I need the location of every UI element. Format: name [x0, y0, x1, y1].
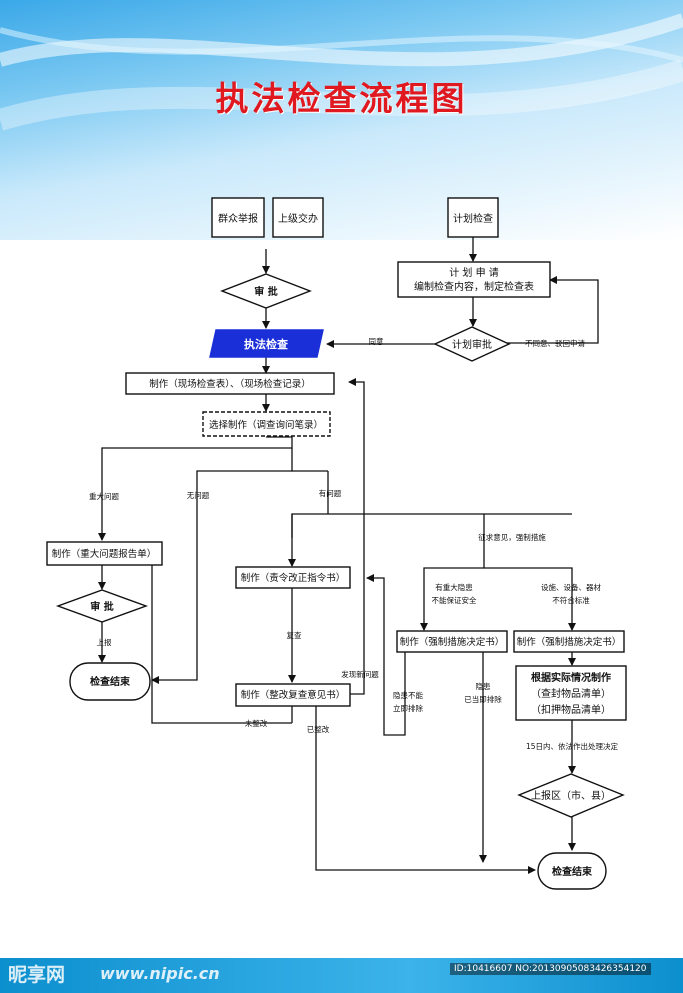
label-plan-apply: 计 划 申 请: [449, 266, 499, 279]
edge-label-disagree: 不同意、驳回申请: [525, 338, 585, 348]
edge-label-has-issue: 有问题: [319, 488, 342, 498]
box-make-order: [235, 566, 351, 589]
label-approve-mid: 审 批: [90, 600, 113, 613]
box-make-major: [46, 541, 163, 566]
label-select-make: 选择制作（调查询问笔录）: [209, 419, 323, 431]
box-make-rectify: [235, 683, 351, 707]
label-make-major: 制作（重大问题报告单）: [52, 548, 157, 560]
edge-found-new-loop: [348, 378, 365, 695]
box-seal: [515, 665, 627, 721]
label-seal-2: （查封物品清单）: [531, 687, 611, 700]
edge-label-not-rectified: 未整改: [245, 718, 268, 728]
edge-label-hazard-not-2: 立即排除: [393, 703, 423, 713]
edge-label-agree: 同意: [369, 336, 384, 346]
edge-to-equip: [484, 567, 576, 631]
box-force-2: [513, 630, 625, 653]
edge-hazard-not-loop: [366, 574, 406, 736]
edge-to-force-split: [420, 514, 485, 631]
label-seal-3: （扣押物品清单）: [531, 703, 611, 716]
box-select-make: [202, 411, 331, 437]
label-approve-top: 审 批: [254, 285, 277, 298]
para-law-check: [209, 329, 324, 358]
label-seal-1: 根据实际情况制作: [531, 671, 611, 684]
label-plan-check: 计划检查: [453, 212, 493, 225]
diamond-report-city: [517, 773, 625, 818]
watermark-band: [0, 958, 683, 993]
edge-label-hazard-done-2: 已当即排除: [464, 694, 502, 704]
box-superior-assign: [272, 197, 324, 238]
edge-label-within-15: 15日内、依法作出处理决定: [526, 741, 619, 751]
diamond-approve-top: [220, 273, 312, 309]
edge-label-danger-2: 不能保证安全: [432, 595, 477, 605]
label-end-left: 检查结束: [90, 675, 131, 688]
diamond-plan-approve: [433, 326, 511, 362]
watermark-url: www.nipic.cn: [100, 964, 220, 983]
label-plan-approve: 计划审批: [452, 338, 492, 351]
edge-label-rectified: 已整改: [307, 724, 330, 734]
term-end-left: [69, 662, 151, 701]
edge-label-force-measure: 征求意见，强制措施: [478, 532, 546, 542]
label-mass-report: 群众举报: [218, 212, 258, 225]
label-force-2: 制作（强制措施决定书）: [517, 636, 622, 648]
term-end-right: [537, 852, 607, 890]
box-plan-apply: [397, 261, 551, 298]
edge-rectified-to-end: [315, 706, 536, 874]
box-mass-report: [211, 197, 265, 238]
label-report-city: 上报区（市、县）: [531, 789, 611, 802]
label-force-1: 制作（强制措施决定书）: [400, 636, 505, 648]
label-law-check: 执法检查: [244, 337, 288, 351]
label-make-onsite: 制作（现场检查表）、（现场检查记录）: [149, 378, 311, 390]
edge-major-side: [151, 565, 233, 724]
edge-label-recheck: 复查: [287, 630, 302, 640]
label-end-right: 检查结束: [552, 865, 593, 878]
watermark-logo: 昵享网: [8, 964, 66, 986]
box-make-onsite: [125, 372, 335, 395]
edge-label-report-up: 上报: [97, 637, 112, 647]
edge-label-equip-1: 设施、设备、器材: [541, 582, 601, 592]
edge-label-found-new: 发现新问题: [341, 669, 379, 679]
edge-label-hazard-not-1: 隐患不能: [393, 690, 423, 700]
diamond-approve-mid: [55, 589, 149, 623]
label-superior-assign: 上级交办: [278, 212, 318, 225]
edge-label-equip-2: 不符合标准: [552, 595, 590, 605]
box-force-1: [396, 630, 508, 653]
edge-label-danger-1: 有重大隐患: [435, 582, 473, 592]
page-title: 执法检查流程图: [215, 79, 468, 118]
edge-disagree-loop: [507, 276, 599, 344]
label-make-rectify: 制作（整改复查意见书）: [241, 689, 346, 701]
edge-label-no-issue: 无问题: [187, 491, 210, 500]
edge-label-major-issue: 重大问题: [89, 491, 119, 501]
light-swirl-decoration: [0, 13, 683, 131]
box-plan-check: [447, 197, 499, 238]
label-plan-apply-sub: 编制检查内容，制定检查表: [414, 280, 534, 293]
edge-no-issue-branch: [151, 448, 293, 684]
watermark-id: ID:10416607 NO:20130905083426354120: [450, 963, 651, 975]
label-make-order: 制作（责令改正指令书）: [241, 572, 346, 584]
edge-label-hazard-done-1: 隐患: [476, 681, 491, 691]
